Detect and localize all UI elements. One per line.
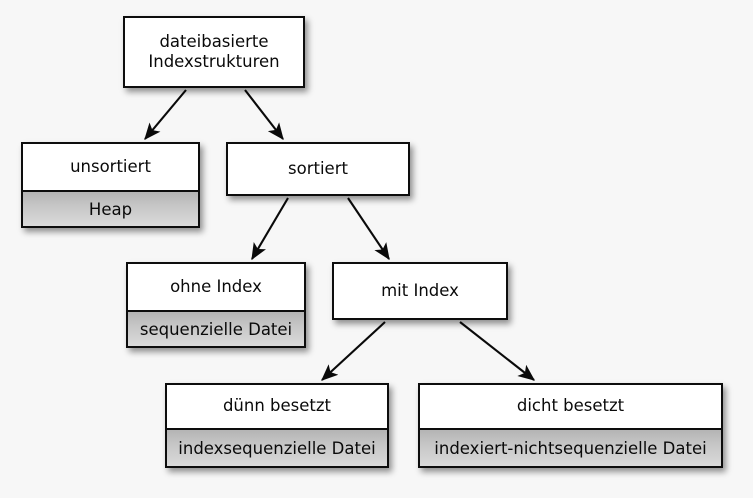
node-dicht-besetzt-title: dicht besetzt bbox=[420, 385, 721, 428]
node-unsortiert-subtitle: Heap bbox=[23, 190, 198, 226]
edge-root-to-unsortiert bbox=[144, 89, 187, 140]
node-duenn-besetzt-subtitle: indexsequenzielle Datei bbox=[167, 428, 387, 466]
node-root-title: dateibasierte Indexstrukturen bbox=[125, 18, 303, 86]
edge-sortiert-to-ohne-index bbox=[251, 197, 289, 261]
node-root: dateibasierte Indexstrukturen bbox=[123, 16, 305, 88]
node-sortiert: sortiert bbox=[226, 142, 410, 196]
node-dicht-besetzt-subtitle: indexiert-nichtsequenzielle Datei bbox=[420, 428, 721, 466]
edge-root-to-sortiert bbox=[244, 89, 284, 140]
node-ohne-index-subtitle: sequenzielle Datei bbox=[128, 310, 304, 346]
edge-mit-index-to-duenn bbox=[321, 321, 386, 381]
node-mit-index: mit Index bbox=[332, 262, 508, 320]
node-ohne-index-title: ohne Index bbox=[128, 264, 304, 310]
edge-sortiert-to-mit-index bbox=[347, 197, 390, 261]
edge-mit-index-to-dicht bbox=[459, 321, 535, 381]
node-mit-index-title: mit Index bbox=[334, 264, 506, 318]
node-unsortiert-title: unsortiert bbox=[23, 144, 198, 190]
node-duenn-besetzt-title: dünn besetzt bbox=[167, 385, 387, 428]
node-sortiert-title: sortiert bbox=[228, 144, 408, 194]
